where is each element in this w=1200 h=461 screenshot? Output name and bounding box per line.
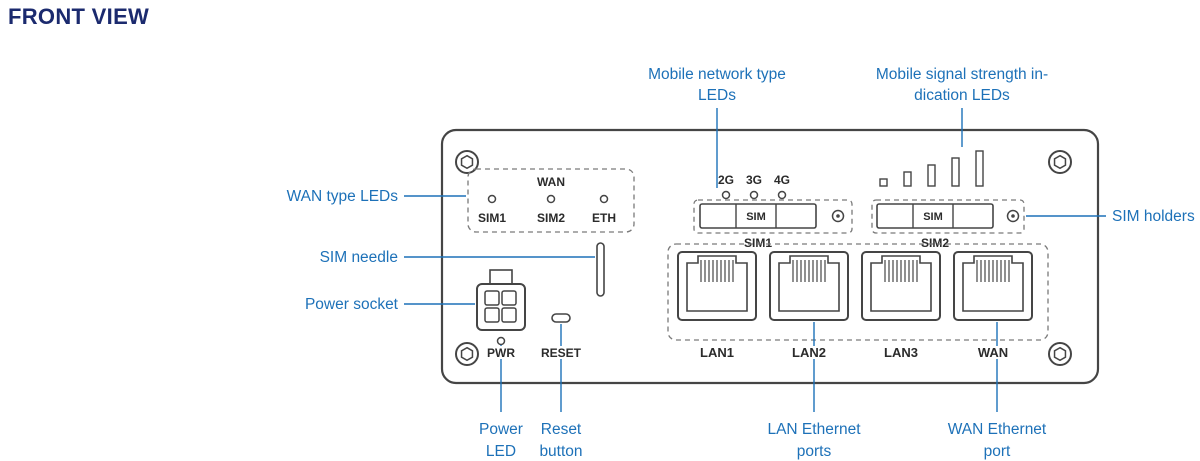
power-socket-body (476, 283, 526, 331)
network-type-3g-label: 3G (746, 173, 762, 187)
power-socket-pin (484, 307, 500, 323)
network-type-2g-led (721, 190, 731, 200)
corner-screw-icon (455, 342, 479, 366)
power-socket-pin (501, 307, 517, 323)
wan-type-callout-label: WAN type LEDs (287, 188, 399, 205)
mobile-network-type-leds: 2G 3G 4G (718, 173, 790, 200)
wan-port-callout-line1: WAN Ethernet (948, 421, 1047, 438)
ethernet-ports: LAN1 LAN3 (667, 243, 1049, 360)
reset-label-underlay (539, 346, 583, 359)
ethernet-ports-outline (667, 243, 1049, 341)
signal-bar-4 (951, 157, 960, 187)
network-type-2g-label: 2G (718, 173, 734, 187)
signal-strength-leds (879, 150, 984, 187)
sim-needle (596, 242, 605, 297)
router-device: WAN SIM1 SIM2 ETH 2G 3G 4G (440, 128, 1100, 385)
lan2-label-underlay (790, 346, 828, 359)
power-led (496, 336, 506, 346)
mobile-network-callout-line1: Mobile network type (648, 66, 786, 83)
power-led-callout-line2: LED (486, 443, 516, 460)
lan-ports-callout-line2: ports (797, 443, 832, 460)
wan-panel-title: WAN (537, 175, 565, 189)
wan-label-underlay (975, 346, 1011, 359)
signal-bar-1 (879, 178, 888, 187)
signal-strength-callout-line1: Mobile signal strength in- (876, 66, 1048, 83)
power-socket (476, 269, 526, 331)
sim1-chip-label: SIM (746, 211, 766, 223)
power-socket-latch (489, 269, 513, 286)
power-led-callout-line1: Power (479, 421, 523, 438)
network-type-4g-label: 4G (774, 173, 790, 187)
page-title: FRONT VIEW (8, 4, 149, 29)
wan-led-label-sim1: SIM1 (478, 211, 506, 225)
wan-led-panel-outline (467, 168, 635, 233)
wan-led-panel: WAN SIM1 SIM2 ETH (467, 168, 635, 233)
power-socket-pin (501, 290, 517, 306)
wan-port-callout-line2: port (984, 443, 1011, 460)
lan1-port-label: LAN1 (700, 345, 734, 360)
lan3-port (861, 251, 941, 321)
sim1-eject-pin (836, 214, 840, 218)
eth-wan-led (599, 194, 609, 204)
sim1-slot (699, 203, 817, 229)
power-socket-callout-label: Power socket (305, 296, 399, 313)
sim1-label: SIM1 (744, 236, 772, 250)
lan2-port (769, 251, 849, 321)
mobile-network-callout-line2: LEDs (698, 87, 736, 104)
corner-screw-icon (1048, 342, 1072, 366)
lan1-port (677, 251, 757, 321)
reset-label: RESET (541, 346, 582, 360)
network-type-3g-led (749, 190, 759, 200)
sim2-wan-led (546, 194, 556, 204)
wan-port-label: WAN (978, 345, 1008, 360)
sim-holder-2: SIM (871, 199, 1025, 234)
wan-port (953, 251, 1033, 321)
callout-labels: Mobile network type LEDs Mobile signal s… (287, 66, 1195, 460)
network-type-4g-led (777, 190, 787, 200)
sim2-chip-label: SIM (923, 211, 943, 223)
device-labels-over-lines: PWR RESET LAN2 WAN (485, 345, 1011, 360)
sim2-slot-dividers (912, 204, 954, 228)
signal-bar-2 (903, 171, 912, 187)
power-socket-pin (484, 290, 500, 306)
sim-needle-callout-label: SIM needle (320, 249, 398, 266)
sim2-label: SIM2 (921, 236, 949, 250)
corner-screw-icon (1048, 150, 1072, 174)
wan-led-label-sim2: SIM2 (537, 211, 565, 225)
sim1-wan-led (487, 194, 497, 204)
pwr-label-underlay (485, 346, 517, 359)
reset-callout-line1: Reset (541, 421, 582, 438)
callout-lines (404, 108, 1106, 412)
sim2-slot (876, 203, 994, 229)
signal-bar-3 (927, 164, 936, 187)
lan-ports-callout-line1: LAN Ethernet (767, 421, 861, 438)
wan-led-label-eth: ETH (592, 211, 616, 225)
signal-bar-5 (975, 150, 984, 187)
lan2-port-label: LAN2 (792, 345, 826, 360)
sim2-eject-pin (1011, 214, 1015, 218)
signal-strength-callout-line2: dication LEDs (914, 87, 1010, 104)
sim-holder-1: SIM (693, 199, 853, 234)
lan3-port-label: LAN3 (884, 345, 918, 360)
sim1-holder-outline (693, 199, 853, 234)
reset-callout-line2: button (539, 443, 582, 460)
sim-holders-callout-label: SIM holders (1112, 208, 1195, 225)
reset-button (551, 313, 571, 323)
sim2-holder-outline (871, 199, 1025, 234)
sim1-slot-dividers (735, 204, 777, 228)
pwr-label: PWR (487, 346, 515, 360)
